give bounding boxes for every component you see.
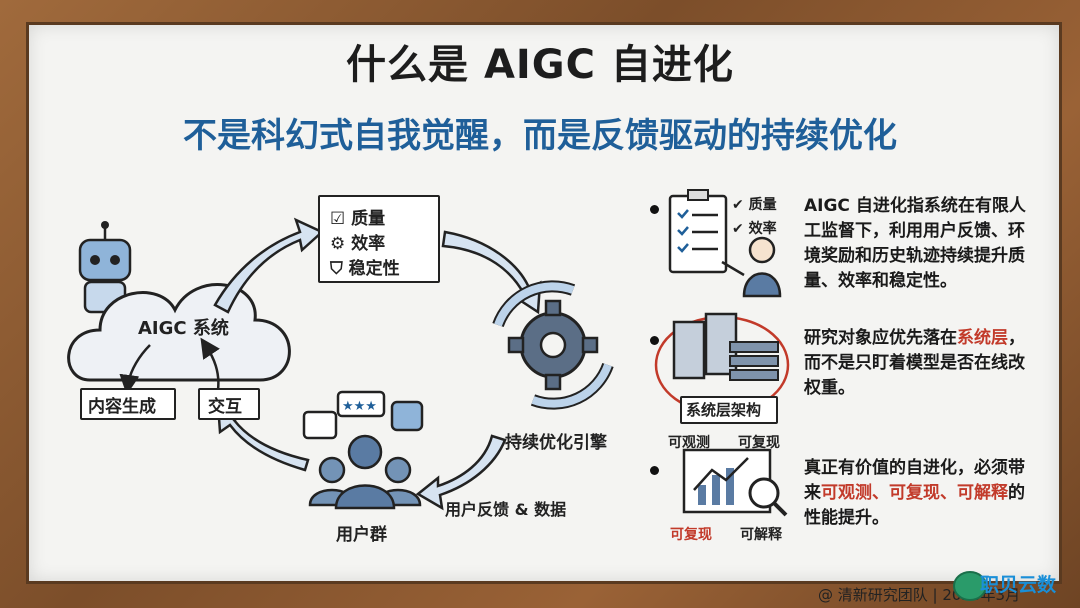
- checklist-board-icon: [668, 189, 728, 274]
- page-subtitle: 不是科幻式自我觉醒，而是反馈驱动的持续优化: [183, 116, 897, 156]
- content-gen-label: 内容生成: [88, 397, 156, 417]
- system-arch-tag: [680, 396, 778, 424]
- caption-observable: 可观测: [668, 435, 710, 451]
- feedback-label: 用户反馈 & 数据: [445, 500, 567, 519]
- interaction-box: [198, 388, 260, 420]
- caption-reproducible-2: 可复现: [670, 527, 712, 543]
- user-group-icon: [308, 434, 422, 510]
- bullet-1: [650, 205, 659, 214]
- stars-icon: ★★★: [342, 399, 377, 414]
- system-arch-label: 系统层架构: [686, 401, 762, 419]
- tag-quality: ✔ 质量: [732, 197, 777, 213]
- point-1-text: AIGC 自进化指系统在有限人工监督下，利用用户反馈、环境奖励和历史轨迹持续提升…: [804, 196, 1026, 291]
- rating-bubble-icon: [336, 390, 386, 418]
- metric-stability: ⛉ 稳定性: [330, 259, 400, 279]
- caption-explainable: 可解释: [740, 527, 782, 543]
- cloud-arrow-left: [119, 344, 151, 395]
- point-2-text: 研究对象应优先落在系统层，而不是只盯着模型是否在线改权重。: [804, 328, 1025, 398]
- interaction-label: 交互: [208, 397, 242, 417]
- brand-logo: [953, 571, 987, 601]
- point-3-text: 真正有价值的自进化，必须带来可观测、可复现、可解释的性能提升。: [804, 458, 1025, 528]
- system-label: AIGC 系统: [138, 318, 229, 339]
- presenter-icon: [721, 236, 782, 298]
- thumbs-up-icon: [390, 400, 424, 432]
- gear-icon: [492, 280, 614, 410]
- page-title: 什么是 AIGC 自进化: [346, 42, 734, 88]
- tag-efficiency: ✔ 效率: [732, 221, 777, 237]
- cloud-icon: [67, 283, 291, 382]
- bullet-2: [650, 336, 659, 345]
- metrics-box: [318, 195, 440, 283]
- chat-bubble-icon: [302, 410, 338, 440]
- cloud-arrow-right: [200, 337, 220, 391]
- magnifier-icon: [748, 477, 788, 517]
- metric-quality: ☑ 质量: [330, 209, 386, 229]
- metric-efficiency: ⚙ 效率: [330, 234, 386, 254]
- bullet-3: [650, 466, 659, 475]
- cycle-arrow-bottom-right: [415, 434, 507, 511]
- users-label: 用户群: [336, 525, 387, 545]
- content-gen-box: [80, 388, 176, 420]
- cycle-arrow-top-left: [213, 217, 325, 314]
- cycle-arrow-top-right: [441, 230, 542, 315]
- caption-reproducible: 可复现: [738, 435, 780, 451]
- engine-label: 持续优化引擎: [505, 433, 607, 453]
- brand-logo-text: 职贝云数: [980, 574, 1057, 596]
